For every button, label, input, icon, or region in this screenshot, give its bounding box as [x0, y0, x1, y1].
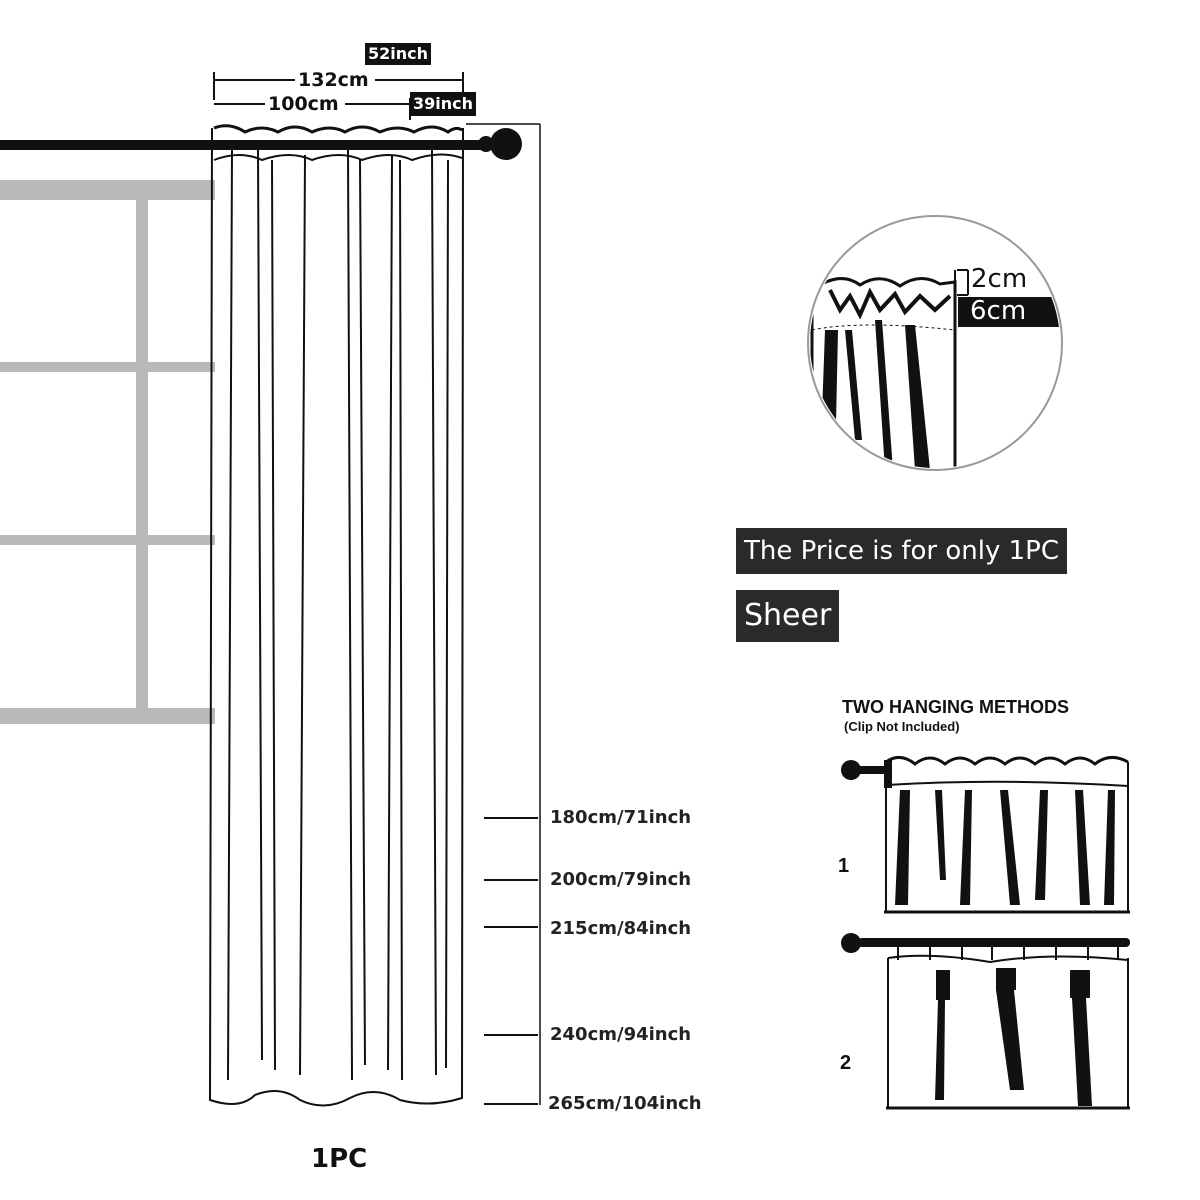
- length-label-265: 265cm/104inch: [548, 1093, 702, 1114]
- length-label-215: 215cm/84inch: [550, 918, 692, 939]
- hanging-method-1-illustration: [841, 756, 1130, 914]
- panel-width-cm-label: 100cm: [268, 93, 339, 115]
- hanging-method-2-illustration: [841, 933, 1130, 1110]
- material-banner: Sheer: [736, 590, 840, 642]
- hanging-methods-subtitle: (Clip Not Included): [844, 719, 960, 734]
- width-measure-lines: [213, 72, 464, 120]
- method-2-number: 2: [840, 1052, 852, 1074]
- quantity-caption: 1PC: [311, 1144, 368, 1174]
- length-ticks: [484, 817, 538, 1105]
- hanging-methods-title: TWO HANGING METHODS: [842, 697, 1069, 717]
- length-label-200: 200cm/79inch: [550, 869, 692, 890]
- method-1-number: 1: [838, 855, 850, 877]
- length-label-180: 180cm/71inch: [550, 807, 692, 828]
- total-width-cm-label: 132cm: [298, 69, 369, 91]
- length-label-240: 240cm/94inch: [550, 1024, 692, 1045]
- curtain-panel: [208, 124, 464, 1107]
- window-frame: [0, 180, 215, 724]
- curtain-rod: [0, 128, 522, 160]
- panel-width-inch-label: 39inch: [410, 92, 477, 116]
- total-width-inch-label: 52inch: [365, 43, 432, 65]
- rod-pocket-detail: [807, 215, 1063, 471]
- rod-pocket-size-label: 6cm: [970, 296, 1027, 326]
- price-banner: The Price is for only 1PC: [736, 528, 1067, 574]
- top-header-size-label: 2cm: [971, 264, 1028, 294]
- length-measure-line: [466, 123, 541, 1105]
